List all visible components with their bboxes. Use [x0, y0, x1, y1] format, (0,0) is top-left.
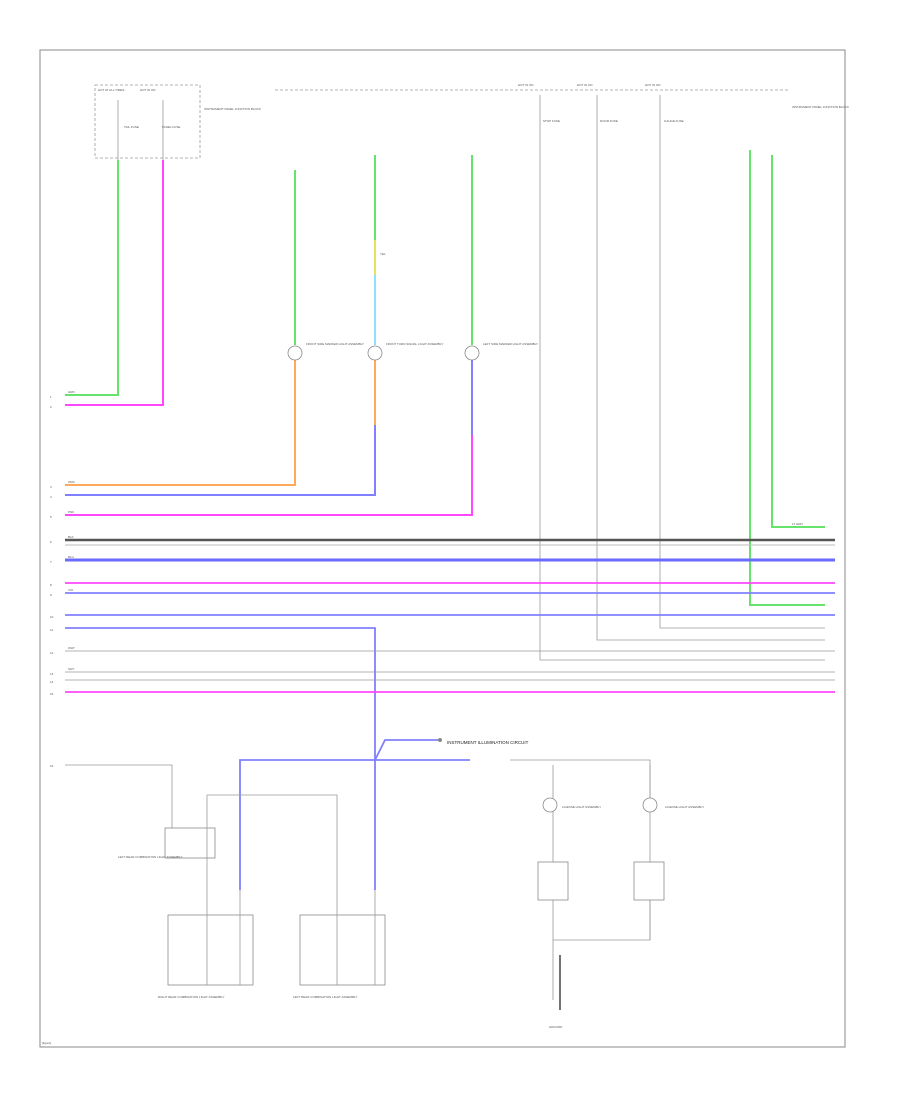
- wire-magenta-left: [65, 160, 164, 406]
- wire-gray-lower-left: [65, 764, 173, 830]
- marker-bulb-b: [367, 345, 383, 361]
- wire-color-labels: GRN PNK ORG BLU VIO WHT GRY BLK LT GRN Y…: [68, 252, 803, 671]
- wire-gray-right-1: [539, 95, 825, 661]
- stop-fuse-label: STOP FUSE: [543, 119, 560, 123]
- wire-gray-right-2: [596, 95, 825, 641]
- ground-label: GROUND: [549, 1025, 563, 1029]
- wire-blue-lower: [239, 759, 470, 890]
- pin-13: 13: [50, 672, 54, 676]
- wire-label-wht: WHT: [68, 646, 75, 650]
- wire-label-pnk: PNK: [68, 510, 74, 514]
- bus-blue-4: [65, 627, 376, 760]
- pin-11: 11: [50, 628, 53, 632]
- right-hot-label-3: HOT IN ON: [645, 83, 660, 87]
- pin-6: 6: [50, 540, 52, 544]
- wire-label-org: ORG: [68, 480, 76, 484]
- marker-bulb-c: [464, 345, 480, 361]
- marker-label-c: LEFT SIDE MARKER LIGHT ASSEMBLY: [483, 342, 538, 346]
- door-switch-label: LEFT REAR COMBINATION LIGHT ASSEMBLY: [118, 855, 182, 859]
- wire-green-right-2: [771, 155, 825, 528]
- wire-label-yel: YEL: [380, 252, 386, 256]
- pin-9: 9: [50, 593, 52, 597]
- pin-5: 5: [50, 515, 52, 519]
- diagram-frame: [39, 49, 846, 1048]
- wire-label-gry: GRY: [68, 667, 74, 671]
- wire-gray-lower-right: [510, 759, 651, 800]
- license-light-left: LICENSE LIGHT ASSEMBLY: [537, 765, 601, 1000]
- pin-12: 12: [50, 651, 54, 655]
- left-junction-hot-label-1: HOT AT ALL TIMES: [98, 88, 124, 92]
- right-hot-label-1: HOT IN ON: [518, 83, 533, 87]
- door-fuse-label: DOOR FUSE: [600, 119, 618, 123]
- tail-fuse-label: TAIL FUSE: [124, 125, 139, 129]
- pin-15: 15: [50, 692, 54, 696]
- wire-green-right-1: [749, 150, 825, 606]
- wire-green-left: [65, 160, 119, 396]
- wire-blue-lower-branch: [374, 739, 440, 761]
- wire-gray-lower-mid: [207, 794, 338, 890]
- door-switch: LEFT REAR COMBINATION LIGHT ASSEMBLY: [118, 795, 216, 920]
- pin-16: 16: [50, 764, 54, 768]
- rear-light-right-label: RIGHT REAR COMBINATION LIGHT ASSEMBLY: [158, 995, 224, 999]
- wire-magenta-c: [65, 435, 473, 516]
- junction-dot-caption: [438, 738, 442, 742]
- rear-light-right: RIGHT REAR COMBINATION LIGHT ASSEMBLY: [158, 890, 254, 999]
- wire-label-blu: BLU: [68, 555, 74, 559]
- left-junction-title: INSTRUMENT PANEL JUNCTION BLOCK: [204, 107, 261, 111]
- wire-gray-right-3: [659, 95, 825, 629]
- rear-light-left-label: LEFT REAR COMBINATION LIGHT ASSEMBLY: [293, 995, 357, 999]
- right-hot-label-2: HOT IN ON: [577, 83, 592, 87]
- pin-14: 14: [50, 680, 54, 684]
- pin-8: 8: [50, 583, 52, 587]
- left-pin-numbers: 1 2 3 4 5 6 7 8 9 10 11 12 13 14 15 16: [50, 395, 54, 768]
- gauge-fuse-label: GAUGE FUSE: [664, 119, 684, 123]
- wire-label-ltgrn: LT GRN: [792, 522, 803, 526]
- panel-fuse-label: PANEL FUSE: [162, 125, 180, 129]
- pin-1: 1: [50, 395, 52, 399]
- wire-label-vio: VIO: [68, 588, 74, 592]
- marker-bulb-a: [287, 345, 303, 361]
- right-junction-labels: HOT IN ON HOT IN ON HOT IN ON STOP FUSE …: [518, 83, 849, 123]
- illumination-caption: INSTRUMENT ILLUMINATION CIRCUIT: [447, 740, 529, 745]
- license-light-left-label: LICENSE LIGHT ASSEMBLY: [562, 805, 601, 809]
- pin-4: 4: [50, 495, 52, 499]
- wire-blue-b: [65, 425, 376, 496]
- pin-7: 7: [50, 560, 52, 564]
- license-light-right: LICENSE LIGHT ASSEMBLY: [633, 765, 704, 940]
- license-light-right-label: LICENSE LIGHT ASSEMBLY: [665, 805, 704, 809]
- left-junction-hot-label-2: HOT IN ON: [140, 88, 155, 92]
- rear-light-left: LEFT REAR COMBINATION LIGHT ASSEMBLY: [293, 890, 386, 999]
- wire-orange-a: [65, 360, 296, 486]
- pin-2: 2: [50, 405, 52, 409]
- wire-license-cross: [553, 900, 651, 941]
- wire-label-grn: GRN: [68, 390, 75, 394]
- right-junction-title: INSTRUMENT PANEL JUNCTION BLOCK: [792, 105, 849, 109]
- page-label: [figure]: [42, 1041, 51, 1045]
- pin-3: 3: [50, 485, 52, 489]
- marker-label-b: FRONT TURN SIGNAL LIGHT ASSEMBLY: [386, 342, 443, 346]
- wire-label-blk: BLK: [68, 535, 74, 539]
- pin-10: 10: [50, 615, 54, 619]
- left-junction-block: HOT AT ALL TIMES HOT IN ON TAIL FUSE PAN…: [94, 84, 261, 159]
- marker-label-a: FRONT SIDE MARKER LIGHT ASSEMBLY: [306, 342, 364, 346]
